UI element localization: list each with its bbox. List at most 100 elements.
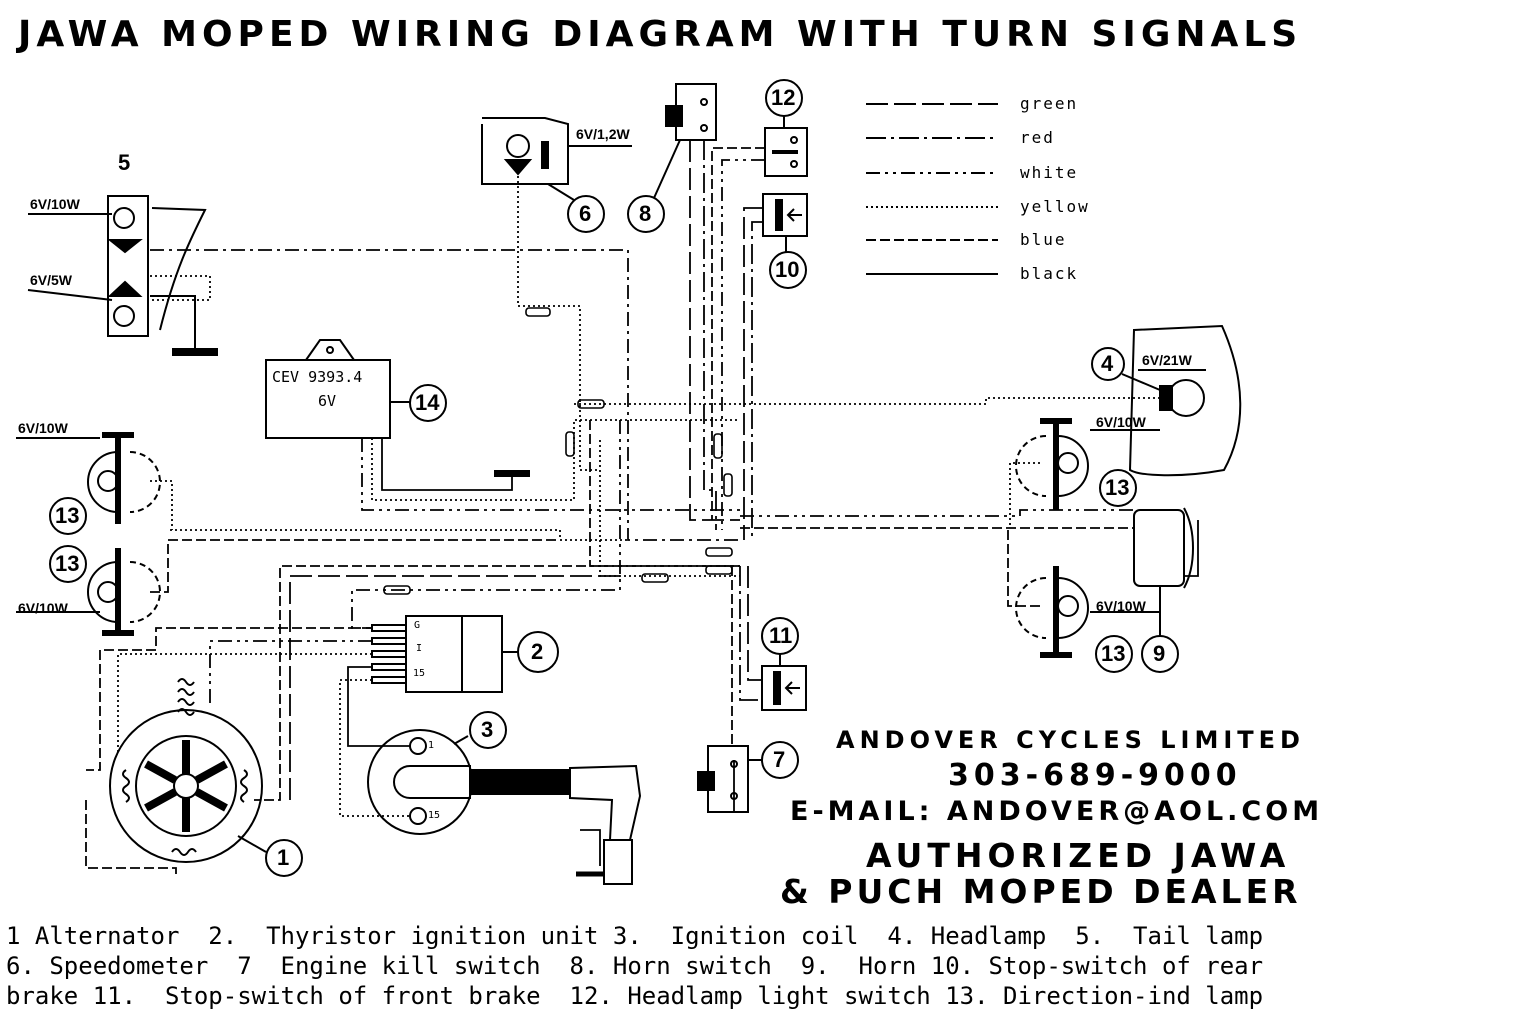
tail-lamp-housing xyxy=(107,195,149,337)
right-indicator-top-bulb xyxy=(1057,452,1079,474)
left-indicator-top-lens xyxy=(87,451,119,513)
rating-headlamp: 6V/21W xyxy=(1142,352,1192,368)
wire-to-ignition-top xyxy=(351,420,621,629)
callout-circle-13-right-top xyxy=(1099,469,1137,507)
wire-rear-brake-2 xyxy=(751,221,763,540)
headlamp-leader xyxy=(1121,373,1161,391)
wire-h-switch-left-2 xyxy=(721,159,765,530)
ignition-coil xyxy=(367,729,642,885)
ht-lead xyxy=(469,769,571,795)
legend-label-black: black xyxy=(1020,264,1079,283)
front-brake-switch xyxy=(761,665,807,711)
coil-terminal-15: 15 xyxy=(428,810,441,821)
callout-9: 9 xyxy=(1153,641,1166,666)
callout-circle-4 xyxy=(1091,347,1125,381)
wire-horn-ground xyxy=(1184,520,1199,577)
cev-mount-hole xyxy=(326,346,334,354)
cev-unit xyxy=(265,339,410,439)
left-indicator-bottom-lens xyxy=(87,561,119,623)
coil-terminal-1-dot xyxy=(409,737,427,755)
ignition-terminal-15: 15 xyxy=(413,668,426,679)
cev-voltage: 6V xyxy=(318,392,337,410)
front-brake-switch-plunger xyxy=(773,671,781,705)
legend-label-red: red xyxy=(1020,128,1055,147)
front-brake-switch-arrow xyxy=(784,681,800,695)
callout-14: 14 xyxy=(415,390,440,415)
cev-mount-tab xyxy=(305,339,355,361)
callout-13-right-top: 13 xyxy=(1105,475,1130,500)
callout-circle-2 xyxy=(517,631,559,673)
legend-label-white: white xyxy=(1020,163,1079,182)
right-indicator-top xyxy=(1015,418,1160,510)
wire-rear-brake xyxy=(743,207,763,540)
callout-2: 2 xyxy=(531,639,544,664)
alternator-stator xyxy=(109,709,263,863)
horn-switch-contact-bottom xyxy=(700,124,708,132)
kill-switch-button xyxy=(697,771,715,791)
headlamp-housing xyxy=(1128,324,1242,477)
wire-to-front-brake-2 xyxy=(747,566,762,681)
dealer-name: ANDOVER CYCLES LIMITED xyxy=(836,726,1305,754)
kill-switch xyxy=(697,745,749,813)
alternator-coil-left xyxy=(122,769,130,803)
rating-tail-top: 6V/10W xyxy=(30,196,80,212)
ignition-pin-2 xyxy=(371,637,407,645)
cev-body xyxy=(265,359,391,439)
speedometer-bulb-base xyxy=(503,159,533,176)
callout-4: 4 xyxy=(1101,351,1114,376)
connector-c xyxy=(713,433,723,459)
page-title: JAWA MOPED WIRING DIAGRAM WITH TURN SIGN… xyxy=(18,14,1303,55)
ignition-terminal-g: G xyxy=(414,620,421,631)
left-indicator-bottom-cap xyxy=(102,630,134,636)
tail-ground-wire xyxy=(150,295,196,350)
right-indicator-top-lens-right xyxy=(1057,435,1089,497)
callout-3: 3 xyxy=(481,717,494,742)
connector-f xyxy=(705,565,733,575)
tail-lamp-lens xyxy=(151,207,207,331)
headlamp-bulb xyxy=(1167,379,1205,417)
wire-ign-to-coil-1 xyxy=(347,666,410,747)
callout-6-leader xyxy=(547,183,575,201)
headlamp-switch xyxy=(764,127,808,177)
headlamp-switch-contact-bottom xyxy=(790,160,798,168)
right-indicator-bottom-cap xyxy=(1040,652,1072,658)
callout-circle-3 xyxy=(469,711,507,749)
callout-circle-1 xyxy=(265,839,303,877)
speedometer-bulb xyxy=(506,134,530,158)
connector-d xyxy=(723,473,733,497)
wire-alt-2 xyxy=(289,575,620,800)
coil-callout-leader xyxy=(453,735,469,745)
headlamp-switch-contact-top xyxy=(790,136,798,144)
tail-reflector-bottom xyxy=(107,280,143,297)
wire-right-bus xyxy=(740,509,1134,517)
dealer-email: E-MAIL: ANDOVER@AOL.COM xyxy=(790,796,1324,827)
wire-speedo-to-cev xyxy=(579,400,598,471)
legend-label-yellow: yellow xyxy=(1020,197,1090,216)
alternator-coil-right xyxy=(240,769,248,803)
legend-samples xyxy=(866,103,998,275)
alternator-coil-top xyxy=(177,678,195,716)
wire-tail-to-harness xyxy=(150,249,740,541)
left-indicator-bottom-lens-right xyxy=(129,561,161,623)
dealer-authorized: AUTHORIZED JAWA xyxy=(866,836,1291,875)
ignition-terminal-i: I xyxy=(416,643,423,654)
connector-a xyxy=(577,399,605,409)
legend-label-blue: blue xyxy=(1020,230,1067,249)
wire-cev-1 xyxy=(361,438,740,511)
left-indicator-top-cap xyxy=(102,432,134,438)
spark-plug xyxy=(603,839,633,885)
cev-ground-symbol xyxy=(494,470,530,477)
ignition-unit-body xyxy=(405,615,503,693)
callout-circle-13-left-bottom xyxy=(49,545,87,583)
headlamp xyxy=(1121,324,1242,477)
wiring xyxy=(85,140,1199,874)
ignition-pin-5 xyxy=(371,676,407,684)
tail-reflector-top xyxy=(107,239,143,254)
wire-horn-switch-down xyxy=(689,140,740,521)
left-indicator-bottom-bulb xyxy=(97,581,119,603)
left-indicator-top-bulb xyxy=(97,470,119,492)
right-indicator-bottom-lens-right xyxy=(1057,577,1089,639)
cev-label: CEV 9393.4 xyxy=(272,368,363,386)
connector-h xyxy=(383,585,411,595)
alternator-rotor-hub xyxy=(173,773,199,799)
